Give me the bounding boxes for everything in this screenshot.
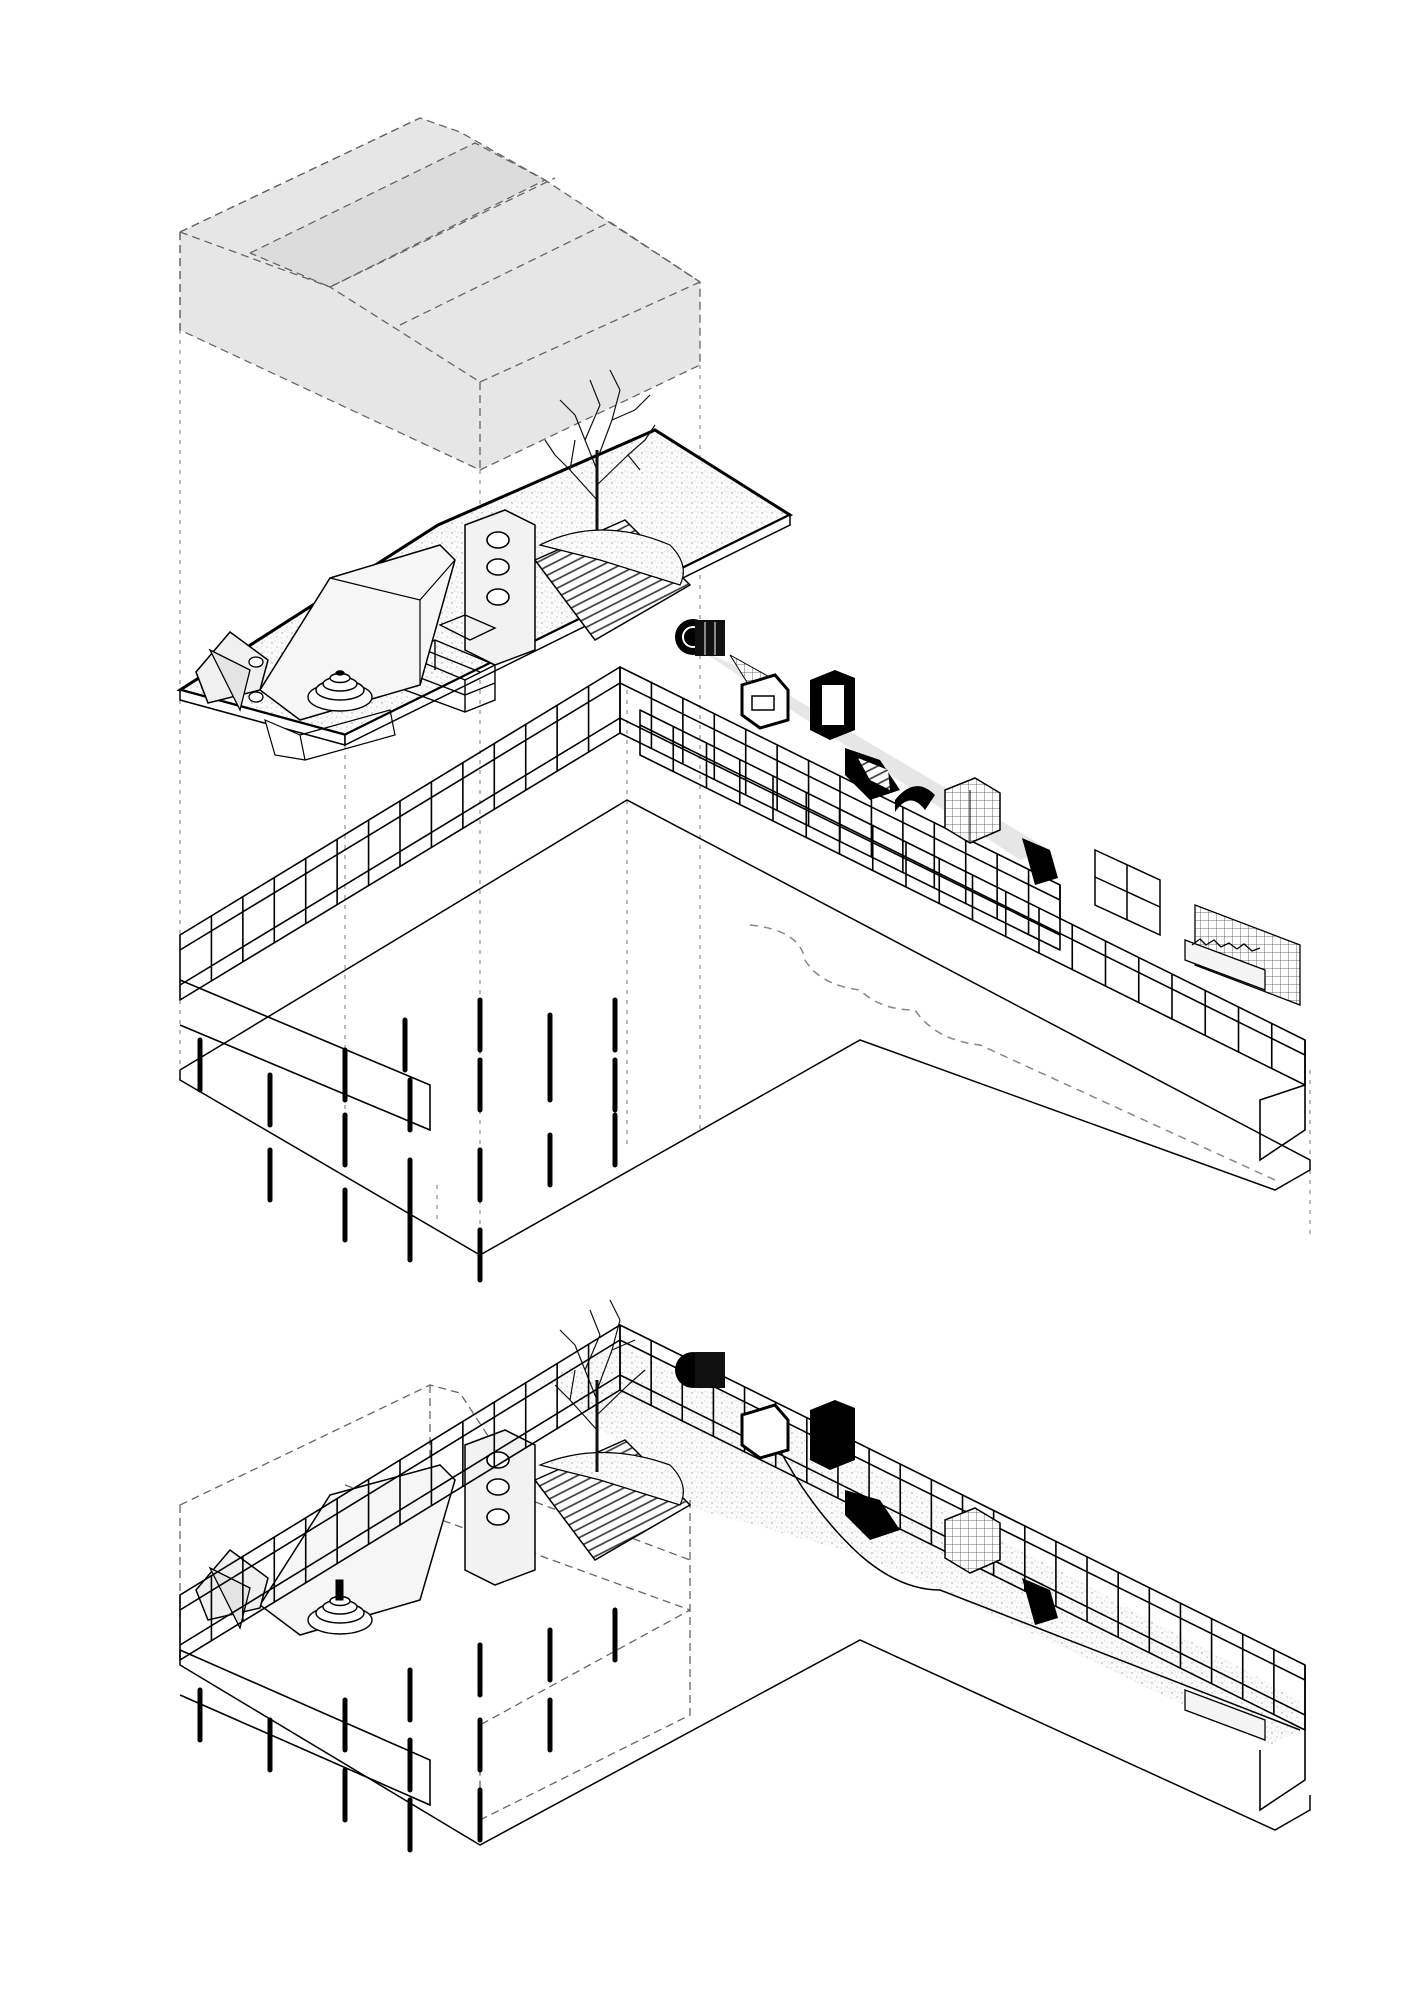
assembled-view	[179, 1299, 1311, 1853]
play-object-icon	[810, 1400, 855, 1470]
bollards	[197, 1607, 618, 1853]
round-window-icon	[486, 588, 510, 606]
round-window-icon	[486, 1508, 510, 1526]
fountain-icon	[307, 1579, 373, 1635]
round-window-icon	[486, 1451, 510, 1469]
play-object-icon	[675, 619, 725, 656]
round-window-icon	[486, 531, 510, 549]
play-objects	[675, 619, 1301, 1006]
round-window-icon	[248, 656, 264, 668]
assembled-plaza	[195, 1299, 692, 1636]
play-object-icon	[944, 777, 1001, 844]
planter	[1184, 1689, 1266, 1741]
play-object-icon	[740, 673, 790, 730]
walkway-railing	[179, 709, 1306, 1162]
play-object-icon	[845, 748, 935, 812]
round-window-icon	[486, 558, 510, 576]
round-window-icon	[248, 691, 264, 703]
upper-railing	[179, 666, 1061, 1001]
play-panel	[1094, 848, 1161, 937]
play-object-icon	[845, 1490, 900, 1540]
plaza-slab	[176, 369, 794, 761]
assembled-ground	[179, 1409, 1311, 1846]
exploded-view	[176, 117, 1311, 1283]
planter	[1184, 904, 1301, 1006]
planted-mound	[538, 529, 684, 586]
play-object-icon	[1022, 838, 1058, 885]
tree-icon	[544, 369, 656, 530]
play-object-icon	[944, 1507, 1001, 1574]
fountain-icon	[307, 670, 373, 712]
tower-block	[464, 509, 536, 666]
play-object-icon	[740, 1403, 790, 1460]
play-object-icon	[1022, 1578, 1058, 1625]
tree-icon	[554, 1299, 646, 1472]
site-ground	[179, 799, 1311, 1256]
play-object-icon	[810, 670, 855, 740]
bollards	[197, 997, 618, 1283]
assembled-play-objects	[675, 1352, 1266, 1741]
roof-volume	[179, 117, 701, 471]
round-window-icon	[486, 1478, 510, 1496]
pavilion	[195, 544, 456, 761]
